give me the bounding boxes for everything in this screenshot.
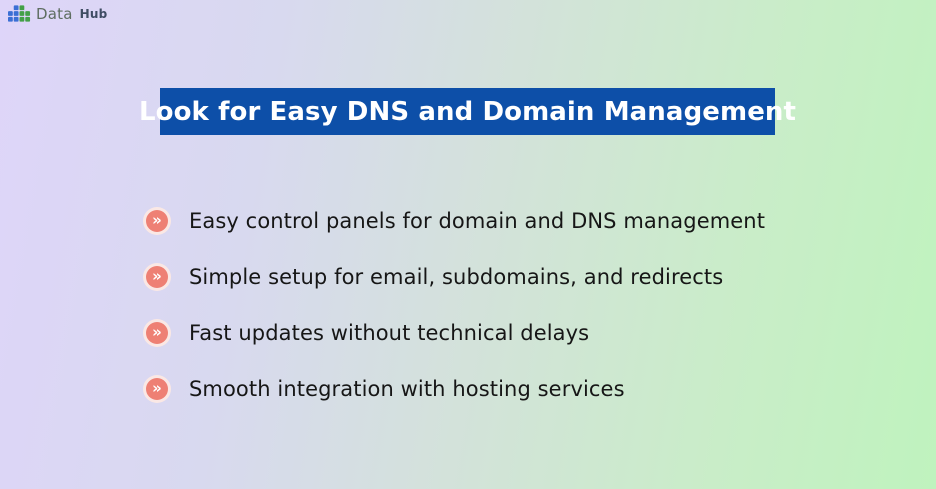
list-item: » Easy control panels for domain and DNS…: [144, 207, 765, 235]
block-chart-logo-icon: [8, 5, 31, 22]
bullet-label: Smooth integration with hosting services: [189, 377, 625, 401]
logo-text-secondary: Hub: [79, 7, 108, 21]
logo: Data Hub: [8, 5, 107, 23]
bullet-label: Fast updates without technical delays: [189, 321, 590, 345]
list-item: » Smooth integration with hosting servic…: [144, 375, 765, 403]
list-item: » Fast updates without technical delays: [144, 319, 765, 347]
list-item: » Simple setup for email, subdomains, an…: [144, 263, 765, 291]
bullet-label: Easy control panels for domain and DNS m…: [189, 209, 766, 233]
logo-text-primary: Data: [36, 5, 73, 23]
double-chevron-right-icon: »: [146, 322, 168, 344]
page-title: Look for Easy DNS and Domain Management: [138, 96, 797, 127]
bullet-label: Simple setup for email, subdomains, and …: [189, 265, 724, 289]
double-chevron-right-icon: »: [146, 266, 168, 288]
title-banner: Look for Easy DNS and Domain Management: [139, 88, 796, 135]
double-chevron-right-icon: »: [146, 210, 168, 232]
bullet-list: » Easy control panels for domain and DNS…: [144, 207, 765, 403]
double-chevron-right-icon: »: [146, 378, 168, 400]
